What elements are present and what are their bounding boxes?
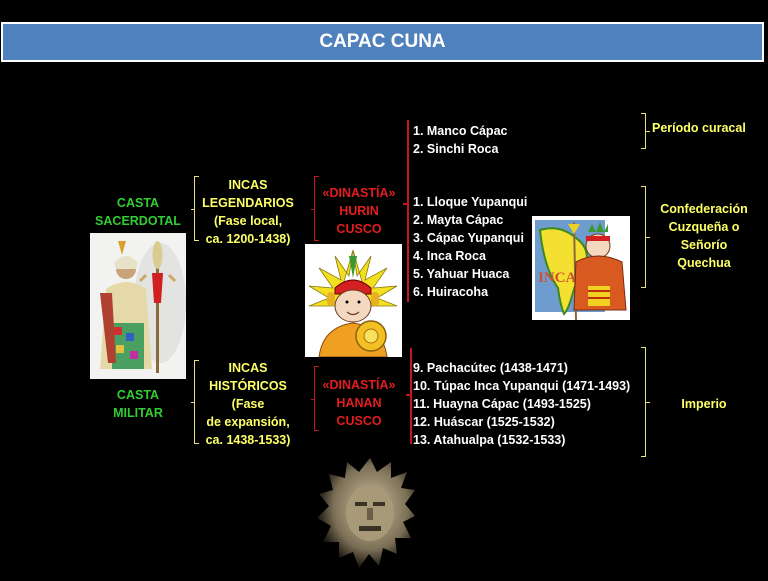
dynasty-hurin-line: CUSCO [336, 222, 382, 236]
incas-map-image: INCAS [532, 216, 630, 320]
dynasty-hanan-line: CUSCO [336, 414, 382, 428]
dynasty-hanan-line: «DINASTÍA» [322, 378, 396, 392]
caste-militar-line2: MILITAR [113, 406, 163, 420]
imperio-bracket [640, 347, 650, 457]
phase-historicos-line: INCAS [228, 361, 268, 375]
incas-map-icon: INCAS [532, 216, 630, 320]
ruler-item: 5. Yahuar Huaca [413, 267, 510, 281]
dynasty-hurin: «DINASTÍA» HURIN CUSCO [316, 184, 402, 238]
dynasty-hanan-line: HANAN [336, 396, 382, 410]
phase-legendarios-line: ca. 1200-1438) [205, 232, 291, 246]
dynasty-hurin-line: HURIN [339, 204, 379, 218]
ruler-item: 1. Manco Cápac [413, 124, 508, 138]
ruler-item: 6. Huiracoha [413, 285, 489, 299]
historicos-bracket [191, 360, 199, 444]
inca-cartoon-icon [305, 244, 402, 357]
rulers-confederacion-list: 1. Lloque Yupanqui 2. Mayta Cápac 3. Cáp… [413, 193, 527, 301]
caste-sacerdotal-line2: SACERDOTAL [95, 214, 181, 228]
phase-legendarios-line: LEGENDARIOS [202, 196, 294, 210]
title-bar: CAPAC CUNA [1, 22, 764, 62]
ruler-item: 11. Huayna Cápac (1493-1525) [413, 397, 591, 411]
historical-rulers-line [410, 348, 412, 444]
sun-mask-image [315, 458, 415, 576]
ruler-item: 12. Huáscar (1525-1532) [413, 415, 555, 429]
phase-historicos-line: HISTÓRICOS [209, 379, 287, 393]
confederacion-bracket [640, 186, 650, 288]
phase-legendarios: INCAS LEGENDARIOS (Fase local, ca. 1200-… [198, 176, 298, 248]
legendary-rulers-line [407, 120, 409, 302]
period-curacal: Período curacal [652, 121, 746, 135]
page-title: CAPAC CUNA [319, 31, 446, 52]
inca-cartoon-image [305, 244, 402, 357]
ruler-item: 13. Atahualpa (1532-1533) [413, 433, 566, 447]
caste-sacerdotal: CASTA SACERDOTAL [90, 194, 186, 230]
inca-priest-image [90, 233, 186, 379]
period-confederacion-line: Cuzqueña o [668, 220, 740, 234]
phase-legendarios-line: (Fase local, [213, 214, 283, 228]
period-imperio: Imperio [681, 397, 727, 411]
phase-legendarios-line: INCAS [228, 178, 268, 192]
legendary-rulers-tick [403, 203, 408, 205]
phase-historicos-line: ca. 1438-1533) [205, 433, 291, 447]
ruler-item: 2. Mayta Cápac [413, 213, 504, 227]
caste-militar-line1: CASTA [116, 388, 160, 402]
phase-historicos-line: de expansión, [206, 415, 290, 429]
ruler-item: 3. Cápac Yupanqui [413, 231, 524, 245]
ruler-item: 2. Sinchi Roca [413, 142, 499, 156]
ruler-item: 9. Pachacútec (1438-1471) [413, 361, 568, 375]
phase-historicos-line: (Fase [231, 397, 265, 411]
caste-militar: CASTA MILITAR [90, 386, 186, 422]
dynasty-hanan: «DINASTÍA» HANAN CUSCO [316, 376, 402, 430]
inca-priest-icon [90, 233, 186, 379]
ruler-item: 1. Lloque Yupanqui [413, 195, 528, 209]
dynasty-hurin-line: «DINASTÍA» [322, 186, 396, 200]
hanan-bracket [311, 366, 319, 431]
hurin-bracket [311, 176, 319, 241]
svg-text:INCAS: INCAS [538, 270, 585, 286]
rulers-imperio-list: 9. Pachacútec (1438-1471) 10. Túpac Inca… [413, 359, 630, 449]
historical-rulers-tick [406, 394, 411, 396]
rulers-curacal-list: 1. Manco Cápac 2. Sinchi Roca [413, 122, 507, 158]
period-confederacion: Confederación Cuzqueña o Señorío Quechua [648, 200, 760, 272]
period-confederacion-line: Confederación [660, 202, 748, 216]
legendarios-bracket [191, 176, 199, 241]
period-confederacion-line: Quechua [677, 256, 731, 270]
caste-sacerdotal-line1: CASTA [116, 196, 160, 210]
ruler-item: 4. Inca Roca [413, 249, 486, 263]
sun-mask-icon [317, 458, 415, 568]
curacal-bracket [640, 113, 650, 149]
phase-historicos: INCAS HISTÓRICOS (Fase de expansión, ca.… [198, 359, 298, 449]
ruler-item: 10. Túpac Inca Yupanqui (1471-1493) [413, 379, 631, 393]
period-confederacion-line: Señorío [680, 238, 728, 252]
